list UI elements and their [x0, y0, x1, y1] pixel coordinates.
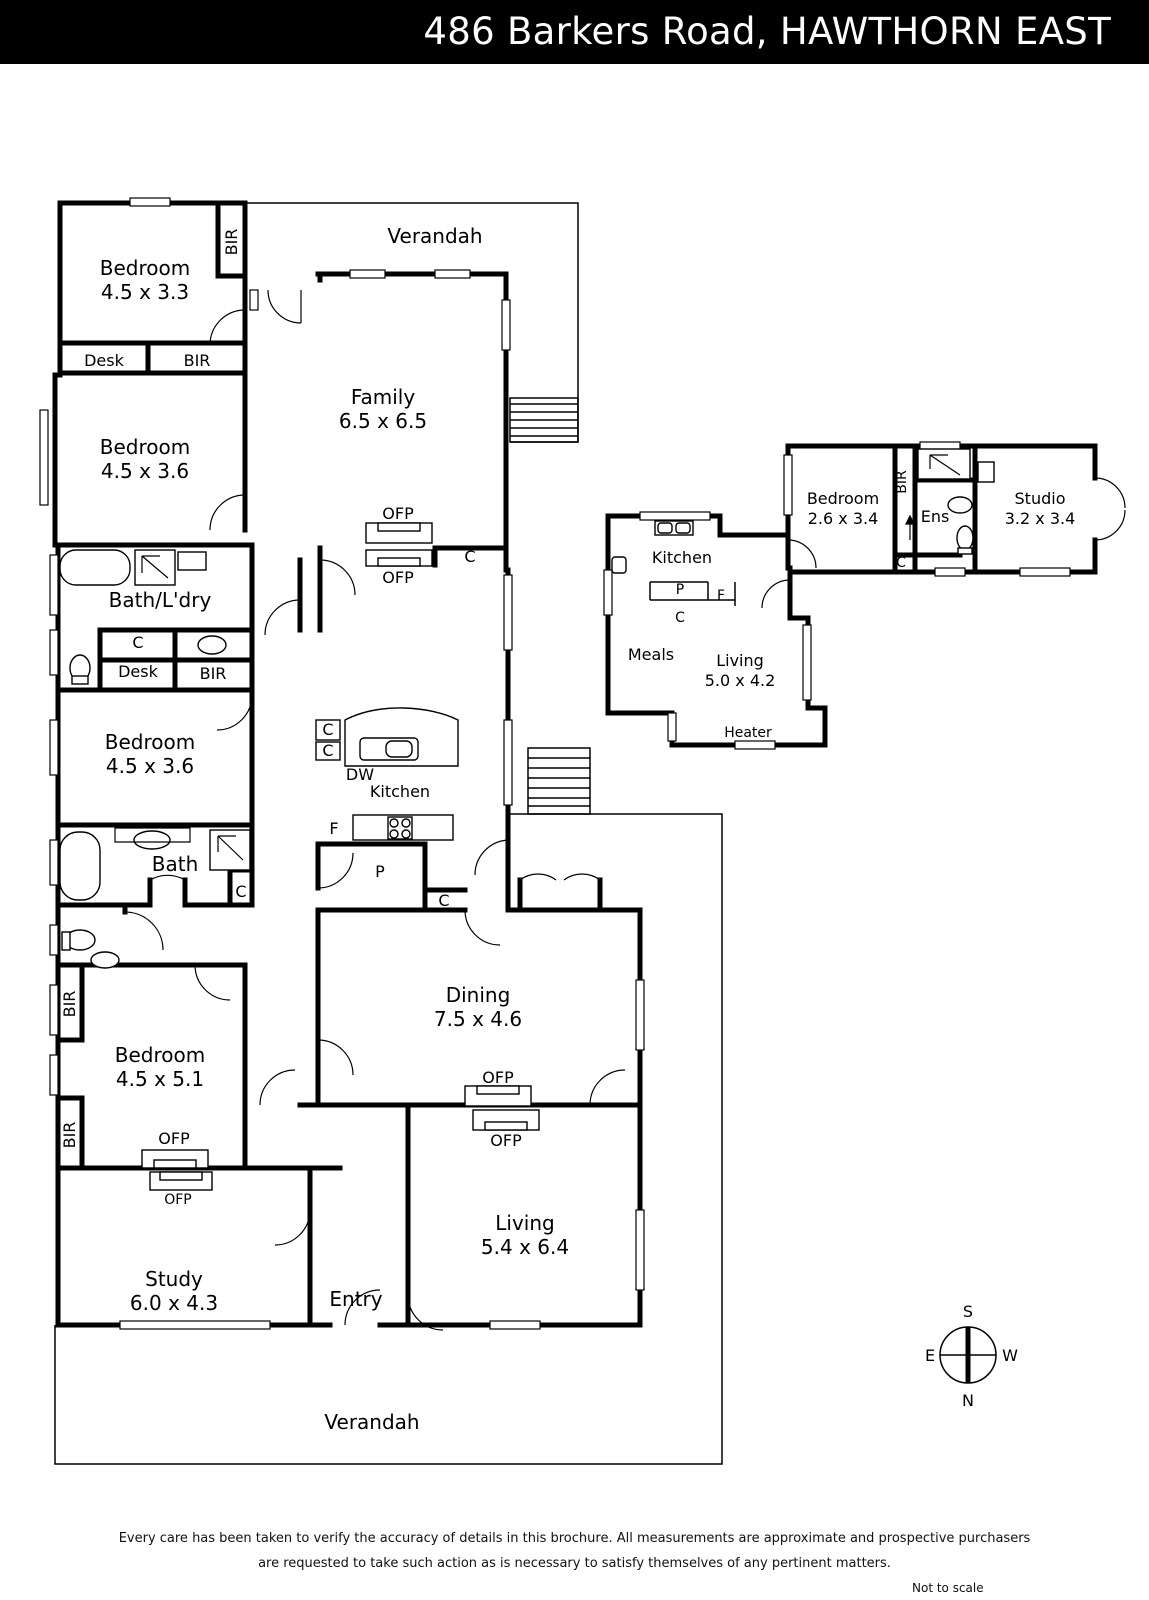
- annex-bedroom-name: Bedroom: [807, 489, 879, 508]
- bedroom4-bir-1: BIR: [60, 991, 79, 1018]
- bedroom2-dim: 4.5 x 3.6: [101, 459, 189, 483]
- studio-dim: 3.2 x 3.4: [1005, 509, 1076, 528]
- compass-e: E: [925, 1346, 935, 1365]
- bedroom1-dim: 4.5 x 3.3: [101, 280, 189, 304]
- annex-meals-label: Meals: [628, 645, 674, 664]
- dining-dim: 7.5 x 4.6: [434, 1007, 522, 1031]
- not-to-scale-note: Not to scale: [912, 1581, 984, 1595]
- annex-windows: [603, 441, 1071, 750]
- annex-toilet: [956, 525, 974, 551]
- compass-w: W: [1002, 1346, 1018, 1365]
- verandah-bottom-label: Verandah: [324, 1410, 419, 1434]
- bedroom4-ofp: OFP: [158, 1129, 190, 1148]
- property-address: 486 Barkers Road, HAWTHORN EAST: [423, 10, 1111, 53]
- disclaimer-line-1: Every care has been taken to verify the …: [118, 1531, 1031, 1546]
- annex-c: C: [675, 610, 685, 626]
- annex-f: F: [717, 588, 725, 604]
- disclaimer: Every care has been taken to verify the …: [0, 1526, 1149, 1576]
- annex-bedroom-dim: 2.6 x 3.4: [808, 509, 879, 528]
- family-ofp-1: OFP: [382, 504, 414, 523]
- bedroom2-name: Bedroom: [100, 435, 190, 459]
- bedroom3-name: Bedroom: [105, 730, 195, 754]
- dining-name: Dining: [446, 983, 511, 1007]
- family-dim: 6.5 x 6.5: [339, 409, 427, 433]
- compass-s: S: [963, 1302, 973, 1321]
- bath-label: Bath: [152, 852, 199, 876]
- laundry-sink: [197, 635, 227, 655]
- annex-ens: Ens: [921, 507, 950, 526]
- annex-fixtures: [611, 448, 995, 606]
- bath-tub-1: [59, 549, 131, 586]
- study-dim: 6.0 x 4.3: [130, 1291, 218, 1315]
- bedroom4-dim: 4.5 x 5.1: [116, 1067, 204, 1091]
- entry-label: Entry: [329, 1287, 382, 1311]
- annex-kitchen-label: Kitchen: [652, 548, 712, 567]
- family-c: C: [464, 547, 475, 566]
- living-dim: 5.4 x 6.4: [481, 1235, 569, 1259]
- verandah-steps-side: [527, 747, 591, 815]
- basin-3: [90, 951, 120, 969]
- study-ofp: OFP: [164, 1192, 192, 1208]
- main-doors: [124, 289, 626, 1331]
- bedroom1-bir-2: BIR: [222, 229, 241, 256]
- living-ofp: OFP: [490, 1131, 522, 1150]
- bedroom1-desk: Desk: [84, 351, 125, 370]
- verandah-bottom-outline: [54, 813, 723, 1465]
- annex-heater: Heater: [724, 725, 772, 741]
- basin-1: [177, 551, 207, 571]
- kitchen-c-3: C: [438, 891, 449, 910]
- dining-ofp: OFP: [482, 1068, 514, 1087]
- verandah-top-label: Verandah: [387, 224, 482, 248]
- bedroom1-name: Bedroom: [100, 256, 190, 280]
- annex-living-name: Living: [716, 651, 764, 670]
- verandah-steps-top: [509, 397, 579, 443]
- study-name: Study: [145, 1267, 203, 1291]
- disclaimer-line-2: are requested to take such action as is …: [258, 1556, 891, 1571]
- main-house-walls: [52, 200, 643, 1328]
- main-fixtures: [59, 522, 540, 1191]
- basin-2: [133, 830, 171, 850]
- kitchen-c-1: C: [322, 720, 333, 739]
- compass: [939, 1326, 997, 1384]
- bedroom4-name: Bedroom: [115, 1043, 205, 1067]
- family-name: Family: [351, 385, 416, 409]
- laundry-bir: BIR: [200, 664, 227, 683]
- bath-tub-2: [59, 831, 101, 901]
- kitchen-p: P: [375, 862, 385, 881]
- laundry-c: C: [132, 633, 143, 652]
- kitchen-c-2: C: [322, 741, 333, 760]
- annex-basin: [947, 496, 973, 514]
- kitchen-f: F: [329, 819, 338, 838]
- laundry-desk: Desk: [118, 662, 159, 681]
- annex-doors: [761, 477, 1126, 609]
- compass-n: N: [962, 1391, 974, 1410]
- bedroom1-bir: BIR: [184, 351, 211, 370]
- bedroom3-dim: 4.5 x 3.6: [106, 754, 194, 778]
- annex-cooktop: [611, 556, 627, 574]
- annex-c-2: C: [896, 555, 906, 571]
- family-ofp-2: OFP: [382, 568, 414, 587]
- room-labels: Verandah Bedroom 4.5 x 3.3 Desk BIR BIR …: [60, 224, 1075, 1434]
- bath-c: C: [235, 882, 246, 901]
- annex-bir: BIR: [894, 470, 910, 494]
- bath-laundry-label: Bath/L'dry: [109, 588, 212, 612]
- header-bar: 486 Barkers Road, HAWTHORN EAST: [0, 0, 1149, 64]
- studio-name: Studio: [1015, 489, 1066, 508]
- kitchen-label: Kitchen: [370, 782, 430, 801]
- shower-2: [209, 829, 251, 871]
- kitchen-dw: DW: [346, 765, 374, 784]
- main-windows: [39, 197, 645, 1330]
- bedroom4-bir-2: BIR: [60, 1122, 79, 1149]
- annex-living-dim: 5.0 x 4.2: [705, 671, 776, 690]
- annex-p: P: [676, 582, 684, 598]
- living-name: Living: [495, 1211, 554, 1235]
